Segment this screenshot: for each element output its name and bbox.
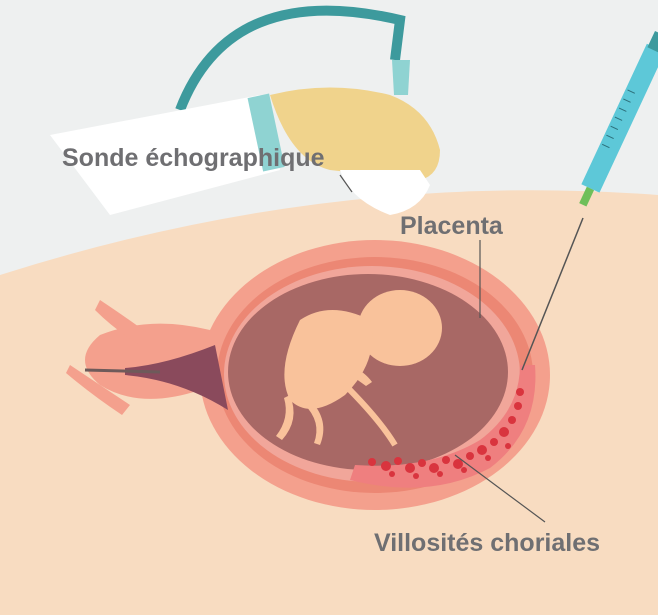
label-villi: Villosités choriales xyxy=(374,531,600,556)
cervical-canal-line xyxy=(85,370,160,372)
label-placenta: Placenta xyxy=(400,214,503,239)
probe-neck xyxy=(392,60,410,95)
label-probe: Sonde échographique xyxy=(62,146,325,171)
